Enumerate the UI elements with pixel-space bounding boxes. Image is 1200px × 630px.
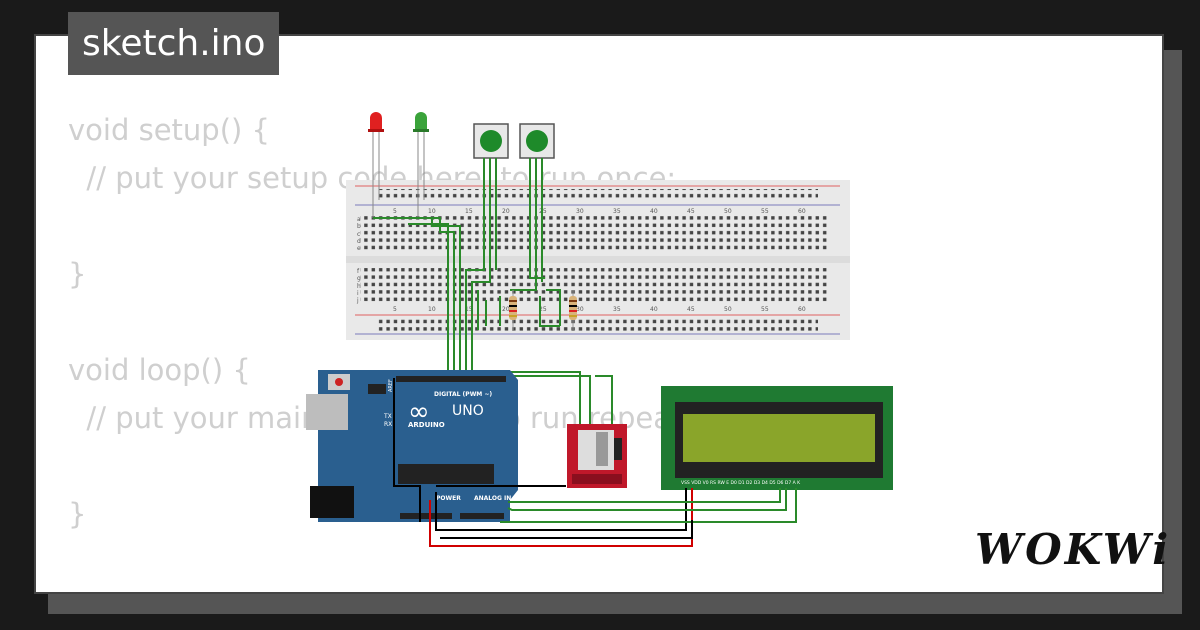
- bb-col-number: 25: [539, 306, 547, 313]
- bb-col-number: 35: [613, 208, 621, 215]
- bb-col-number: 20: [502, 306, 510, 313]
- led-red[interactable]: [368, 112, 384, 218]
- pushbutton-2[interactable]: [519, 123, 555, 159]
- bb-col-number: 50: [724, 306, 732, 313]
- bb-col-number: 10: [428, 208, 436, 215]
- analog-label: ANALOG IN: [474, 495, 511, 502]
- bb-col-number: 35: [613, 306, 621, 313]
- power-jack: [310, 486, 354, 518]
- microsd-module[interactable]: [567, 424, 627, 488]
- bb-row-letter: h: [357, 283, 361, 290]
- bb-col-number: 40: [650, 306, 658, 313]
- lcd-screen: [683, 414, 875, 462]
- wire-black: [393, 378, 421, 522]
- bb-row-letter: b: [357, 223, 361, 230]
- rx-label: RX: [384, 421, 392, 428]
- board-brand: ARDUINO: [408, 421, 445, 429]
- lcd-1602[interactable]: VSS VDD V0 RS RW E D0 D1 D2 D3 D4 D5 D6 …: [661, 386, 893, 490]
- breadboard[interactable]: 5 10 15 20 25 30 35 40 45 50 55 60 5 10 …: [346, 180, 850, 340]
- tx-label: TX: [383, 413, 392, 420]
- wires-green: [373, 158, 613, 430]
- code-line: void setup() {: [68, 113, 270, 147]
- digital-label: DIGITAL (PWM ~): [434, 391, 492, 398]
- wire-green: [507, 488, 787, 511]
- bb-col-number: 40: [650, 208, 658, 215]
- led-green[interactable]: [413, 112, 429, 218]
- bb-col-number: 30: [576, 208, 584, 215]
- resistor-2[interactable]: [569, 290, 577, 330]
- bb-col-number: 15: [465, 208, 473, 215]
- bb-col-number: 30: [576, 306, 584, 313]
- code-line: }: [68, 497, 87, 531]
- lcd-pin-labels: VSS VDD V0 RS RW E D0 D1 D2 D3 D4 D5 D6 …: [681, 480, 801, 486]
- bb-col-number: 20: [502, 208, 510, 215]
- wire-green: [508, 488, 781, 503]
- bb-row-letter: a: [357, 216, 361, 223]
- bb-col-number: 45: [687, 208, 695, 215]
- bb-col-number: 15: [465, 306, 473, 313]
- code-line: void loop() {: [68, 353, 251, 387]
- bb-row-letter: d: [357, 238, 361, 245]
- wire-red: [429, 488, 693, 547]
- resistor-1[interactable]: [509, 290, 517, 330]
- wire-green: [500, 488, 797, 523]
- bb-row-letter: e: [357, 245, 361, 252]
- bb-col-number: 60: [798, 306, 806, 313]
- wokwi-logo: WOKWi: [975, 525, 1172, 574]
- bb-row-letter: g: [357, 275, 361, 282]
- bb-row-letter: f: [357, 268, 360, 275]
- arduino-uno-board[interactable]: DIGITAL (PWM ~) ∞ UNO ARDUINO TX RX POWE…: [306, 370, 518, 522]
- arduino-logo-icon: ∞: [408, 397, 430, 427]
- bb-col-number: 10: [428, 306, 436, 313]
- bb-col-number: 5: [393, 306, 397, 313]
- power-label: POWER: [436, 495, 461, 502]
- bb-col-number: 50: [724, 208, 732, 215]
- wire-black: [440, 520, 693, 539]
- bb-col-number: 60: [798, 208, 806, 215]
- sketch-title: sketch.ino: [68, 12, 280, 75]
- code-line: }: [68, 257, 87, 291]
- bb-row-letter: c: [357, 231, 360, 238]
- bb-row-letter: i: [357, 290, 359, 297]
- bb-col-number: 55: [761, 208, 769, 215]
- board-model: UNO: [452, 403, 484, 419]
- bb-col-number: 45: [687, 306, 695, 313]
- usb-port: [306, 394, 348, 430]
- bb-row-letter: j: [356, 297, 359, 304]
- atmega-chip: [398, 464, 494, 484]
- aref-label: AREF: [388, 379, 394, 392]
- bb-col-number: 55: [761, 306, 769, 313]
- bb-col-number: 5: [393, 208, 397, 215]
- pushbutton-1[interactable]: [473, 123, 509, 159]
